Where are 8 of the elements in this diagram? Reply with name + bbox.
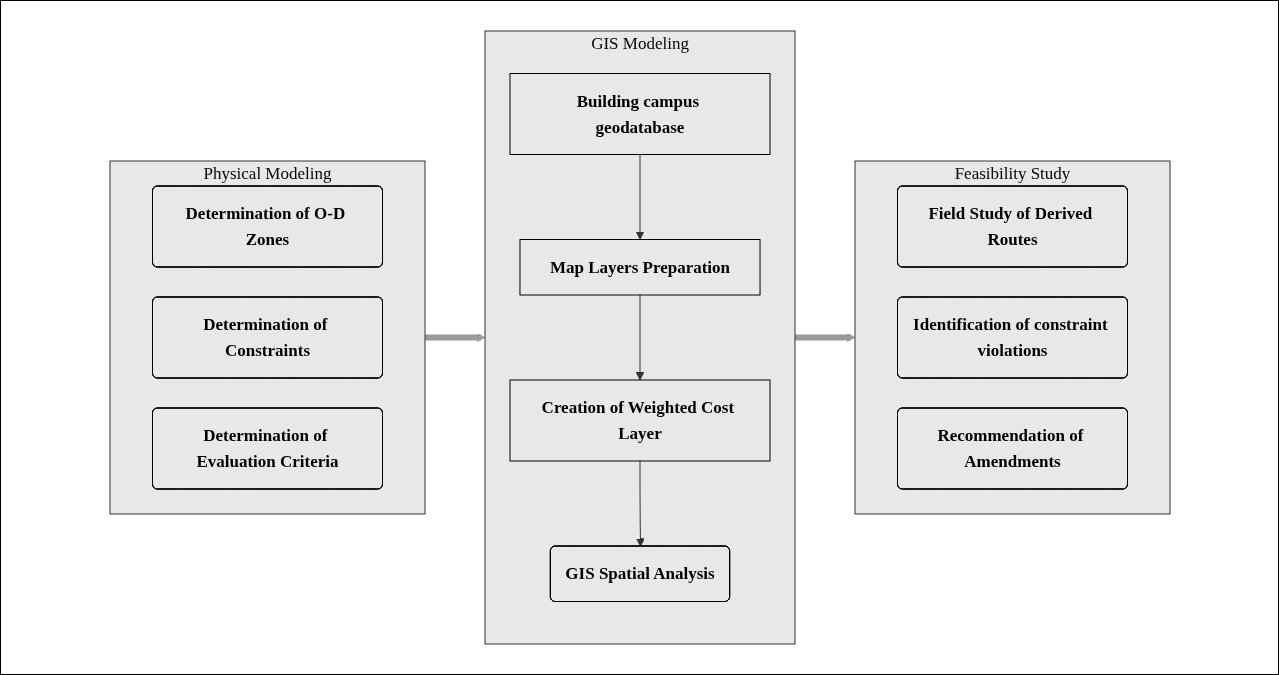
node-box: Creation of Weighted Cost Layer [509,379,770,462]
node-box: Building campus geodatabase [509,73,770,155]
arrow [635,460,645,547]
node-box: Map Layers Preparation [518,239,761,296]
arrow [424,333,485,342]
arrow [794,333,855,342]
arrow [635,154,644,240]
arrow [635,294,644,381]
